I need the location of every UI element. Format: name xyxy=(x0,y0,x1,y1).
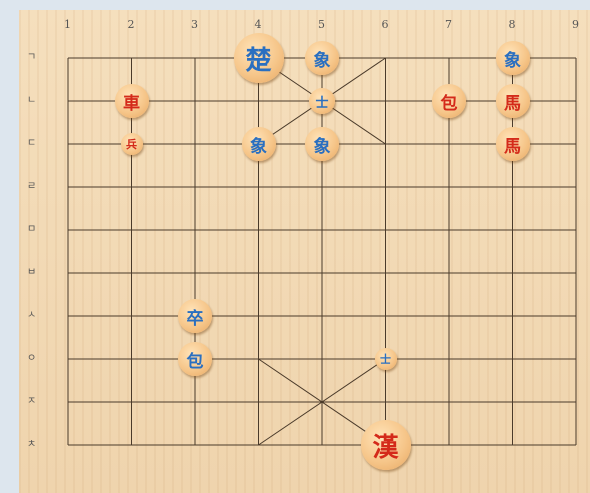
row-label: ㅁ xyxy=(27,224,36,236)
piece-blue-guard-2[interactable]: 士 xyxy=(375,348,397,370)
piece-label: 象 xyxy=(504,46,521,71)
piece-label: 馬 xyxy=(504,132,521,157)
column-label: 8 xyxy=(509,19,516,31)
column-label: 4 xyxy=(255,19,262,31)
piece-label: 楚 xyxy=(245,40,271,77)
piece-blue-general[interactable]: 楚 xyxy=(234,33,284,83)
piece-red-horse-2[interactable]: 馬 xyxy=(496,127,530,161)
row-label: ㄹ xyxy=(27,181,36,193)
row-label: ㅈ xyxy=(27,396,36,408)
row-label: ㄷ xyxy=(27,138,36,150)
piece-red-horse-1[interactable]: 馬 xyxy=(496,84,530,118)
piece-blue-guard[interactable]: 士 xyxy=(309,88,335,114)
piece-blue-elephant-3[interactable]: 象 xyxy=(242,127,276,161)
piece-label: 卒 xyxy=(187,304,204,329)
piece-red-chariot[interactable]: 車 xyxy=(115,84,149,118)
row-label: ㄴ xyxy=(27,95,36,107)
piece-blue-elephant-1[interactable]: 象 xyxy=(305,41,339,75)
piece-label: 漢 xyxy=(372,427,398,464)
row-label: ㅂ xyxy=(27,267,36,279)
row-label: ㅅ xyxy=(27,310,36,322)
piece-blue-soldier[interactable]: 卒 xyxy=(178,299,212,333)
piece-blue-elephant-4[interactable]: 象 xyxy=(305,127,339,161)
column-label: 7 xyxy=(445,19,452,31)
row-label: ㅇ xyxy=(27,353,36,365)
row-label: ㅊ xyxy=(27,439,36,451)
piece-blue-elephant-2[interactable]: 象 xyxy=(496,41,530,75)
column-label: 6 xyxy=(382,19,389,31)
board-grid xyxy=(19,10,590,493)
piece-label: 士 xyxy=(315,92,328,111)
piece-label: 象 xyxy=(314,46,331,71)
piece-red-soldier[interactable]: 兵 xyxy=(121,133,143,155)
piece-label: 包 xyxy=(441,89,458,114)
piece-label: 馬 xyxy=(504,89,521,114)
column-label: 9 xyxy=(572,19,579,31)
column-label: 1 xyxy=(64,19,71,31)
piece-red-cannon[interactable]: 包 xyxy=(432,84,466,118)
piece-label: 車 xyxy=(123,89,140,114)
piece-label: 象 xyxy=(314,132,331,157)
piece-label: 士 xyxy=(380,351,391,367)
column-label: 2 xyxy=(128,19,135,31)
piece-blue-cannon[interactable]: 包 xyxy=(178,342,212,376)
piece-label: 象 xyxy=(250,132,267,157)
piece-label: 包 xyxy=(187,347,204,372)
piece-label: 兵 xyxy=(126,136,137,152)
column-label: 3 xyxy=(191,19,198,31)
row-label: ㄱ xyxy=(27,52,36,64)
piece-red-general[interactable]: 漢 xyxy=(361,420,411,470)
column-label: 5 xyxy=(318,19,325,31)
